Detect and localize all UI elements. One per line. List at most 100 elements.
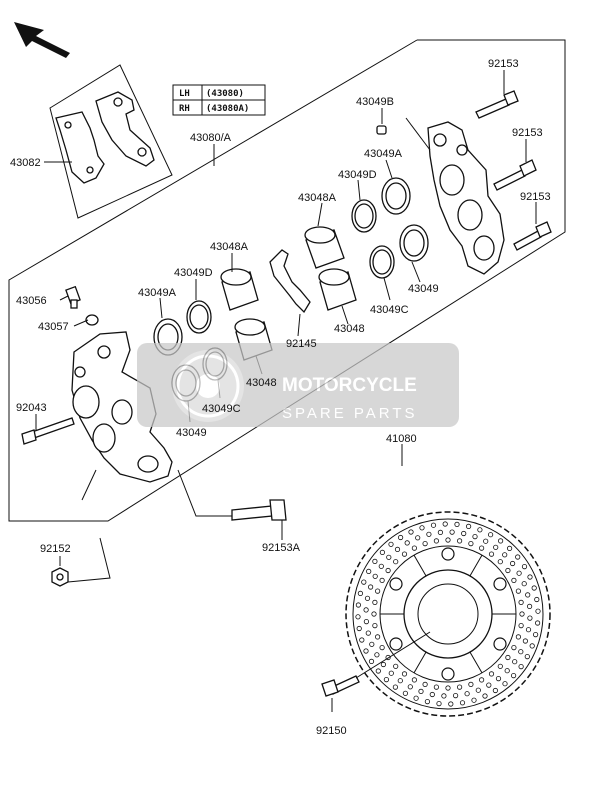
part-label-43049_l: 43049	[176, 427, 207, 439]
seal-43049d-right	[351, 199, 377, 233]
disc-hole	[401, 671, 408, 677]
seal-43049a-right	[381, 177, 411, 215]
disc-hole	[497, 663, 503, 669]
front-arrow-icon	[14, 22, 70, 58]
table-row-lh-code: (43080)	[206, 89, 244, 99]
part-label-43049a_l: 43049A	[138, 287, 177, 299]
disc-hole	[515, 588, 522, 594]
cap-43057	[85, 314, 99, 326]
disc-hole	[372, 599, 378, 606]
disc-hole	[452, 692, 459, 699]
disc-hole	[375, 668, 381, 674]
disc-hole	[521, 581, 527, 587]
disc-hole	[535, 608, 541, 614]
disc-rivet	[389, 577, 403, 591]
disc-hole	[524, 653, 530, 660]
disc-hole	[430, 522, 437, 528]
disc-hole	[509, 560, 516, 567]
disc-hole	[363, 618, 369, 625]
disc-holes	[355, 521, 541, 707]
disc-hole	[388, 670, 394, 676]
disc-hole	[525, 627, 532, 633]
disc-rivet	[441, 667, 455, 681]
disc-hole	[525, 592, 531, 598]
disc-spoke	[413, 554, 427, 577]
disc-hole	[361, 579, 367, 585]
disc-hole	[388, 541, 394, 547]
disc-hole	[379, 577, 385, 584]
disc-hole	[355, 602, 361, 608]
disc-hole	[404, 540, 410, 546]
disc-hole	[515, 554, 521, 560]
disc-hole	[408, 529, 414, 535]
nut-92152	[51, 567, 69, 587]
disc-hole	[401, 551, 408, 557]
disc-hole	[366, 568, 372, 575]
part-label-92153b: 92153	[512, 127, 543, 139]
seal-43049-right	[399, 224, 429, 262]
part-label-43057: 43057	[38, 321, 69, 333]
disc-hole	[393, 559, 399, 565]
bolt-92153a	[231, 499, 287, 521]
disc-hole	[488, 551, 495, 557]
disc-hole	[392, 684, 398, 690]
disc-hole	[483, 538, 489, 544]
disc-hole	[429, 691, 435, 698]
disc-hole	[445, 537, 451, 543]
part-label-41080: 41080	[386, 433, 417, 445]
disc-hole	[475, 687, 481, 693]
disc-hole	[502, 681, 508, 687]
disc-hole	[461, 530, 467, 537]
disc-hole	[415, 535, 421, 541]
disc-hole	[402, 690, 408, 696]
disc-hole	[464, 691, 470, 697]
part-label-43049a_r: 43049A	[364, 148, 403, 160]
part-label-92150: 92150	[316, 725, 347, 737]
disc-spoke	[469, 651, 483, 674]
bolt-92153-b	[493, 159, 537, 191]
part-label-43049d_r: 43049D	[338, 169, 377, 181]
disc-hole	[505, 567, 511, 574]
table-row-lh-side: LH	[179, 89, 190, 99]
disc-hole	[505, 654, 511, 661]
disc-hole	[478, 545, 485, 551]
watermark-line2: SPARE PARTS	[282, 405, 418, 422]
disc-hole	[487, 532, 494, 538]
disc-rivet	[389, 637, 403, 651]
watermark-line1: MOTORCYCLE	[282, 375, 417, 396]
bolt-92150	[321, 675, 360, 697]
disc-hole	[518, 649, 524, 655]
part-label-92153a: 92153A	[262, 542, 301, 554]
disc-hole	[477, 527, 483, 533]
disc-hole	[418, 688, 424, 695]
disc-hole	[449, 529, 455, 535]
disc-hole	[413, 695, 419, 701]
part-label-43049b: 43049B	[356, 96, 394, 108]
disc-hole	[465, 523, 472, 530]
disc-hole	[367, 584, 374, 590]
table-row-rh-side: RH	[179, 104, 190, 114]
disc-rivet	[493, 577, 507, 591]
disc-hole	[468, 681, 474, 688]
pad-spring-92145	[269, 249, 311, 314]
table-row-rh-code: (43080A)	[206, 104, 249, 114]
part-label-43048_l: 43048	[246, 377, 277, 389]
disc-hole	[372, 573, 378, 579]
disc-hole	[397, 678, 403, 684]
bolt-92043	[21, 417, 75, 445]
part-label-43080: 43080/A	[190, 132, 232, 144]
part-label-92153c: 92153	[520, 191, 551, 203]
disc-hole	[445, 685, 451, 691]
disc-hole	[527, 615, 533, 621]
disc-spoke	[469, 554, 483, 577]
part-label-43048a_r: 43048A	[298, 192, 337, 204]
disc-hole	[518, 622, 524, 629]
disc-hole	[459, 700, 466, 706]
part-label-43049d_l: 43049D	[174, 267, 213, 279]
disc-hole	[471, 697, 477, 703]
disc-hole	[364, 595, 371, 601]
part-label-43056: 43056	[16, 295, 47, 307]
piston-43048-right	[318, 268, 357, 311]
part-label-43049_r: 43049	[408, 283, 439, 295]
